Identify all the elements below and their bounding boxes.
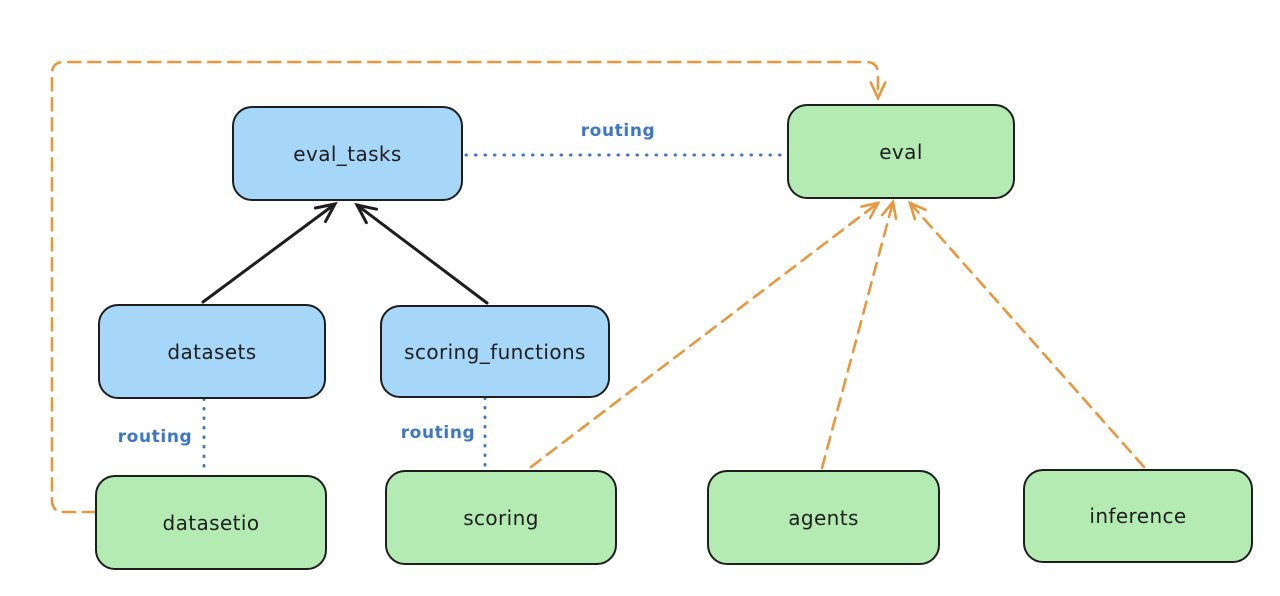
node-eval-tasks-label: eval_tasks bbox=[293, 141, 402, 166]
node-datasets-label: datasets bbox=[167, 339, 257, 364]
node-scoring-functions: scoring_functions bbox=[380, 305, 610, 398]
node-eval-tasks: eval_tasks bbox=[232, 106, 463, 201]
edge-agents-to-eval-arrowhead bbox=[880, 199, 898, 221]
node-scoring-functions-label: scoring_functions bbox=[404, 339, 586, 364]
node-eval-label: eval bbox=[879, 139, 923, 164]
node-datasets: datasets bbox=[98, 304, 326, 399]
edge-datasetio-to-eval bbox=[50, 60, 880, 514]
edge-scoring-to-eval-arrowhead bbox=[860, 201, 881, 220]
edge-scoring-functions-to-eval-tasks bbox=[355, 203, 489, 305]
node-eval: eval bbox=[787, 104, 1015, 199]
edge-datasetio-to-eval-arrowhead bbox=[869, 81, 887, 102]
routing-label-datasets-datasetio: routing bbox=[117, 427, 193, 447]
node-inference: inference bbox=[1023, 469, 1253, 563]
edge-agents-to-eval bbox=[820, 200, 895, 470]
edge-scoring-to-eval bbox=[529, 201, 880, 469]
routing-label-eval-tasks-eval: routing bbox=[580, 121, 656, 141]
edge-inference-to-eval-arrowhead bbox=[907, 200, 927, 221]
edge-datasets-to-eval-tasks bbox=[201, 202, 337, 304]
node-agents: agents bbox=[707, 470, 940, 565]
routing-label-scoring-functions-scoring: routing bbox=[400, 423, 476, 443]
edge-datasets-to-eval-tasks-arrowhead bbox=[313, 201, 338, 224]
node-datasetio: datasetio bbox=[95, 475, 327, 570]
edge-inference-to-eval bbox=[908, 201, 1146, 469]
node-scoring-label: scoring bbox=[463, 505, 539, 530]
node-datasetio-label: datasetio bbox=[162, 510, 260, 535]
edge-scoring-functions-to-eval-tasks-arrowhead bbox=[354, 202, 379, 225]
node-agents-label: agents bbox=[788, 505, 859, 530]
node-inference-label: inference bbox=[1089, 504, 1187, 528]
node-scoring: scoring bbox=[385, 470, 617, 565]
